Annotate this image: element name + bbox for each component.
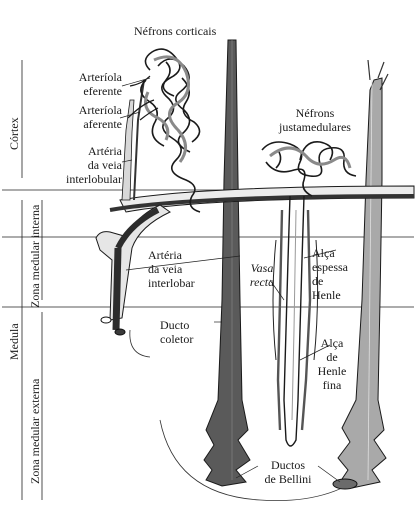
interlobar-line-3: interlobar <box>148 276 195 290</box>
collecting-line-1: Ducto <box>160 318 190 332</box>
thick-loop-label: Alça espessa de Henle <box>312 246 372 302</box>
arterioles <box>127 75 159 121</box>
cortical-nephrons-label: Néfrons corticais <box>134 24 217 38</box>
interlobular-label: Artéria da veia interlobular <box>48 144 122 186</box>
interlobar-line-2: da veia <box>148 262 183 276</box>
thin-loop-line-4: fina <box>322 378 342 392</box>
interlobar-line-1: Artéria <box>148 248 182 262</box>
vasa-recta-line-1: Vasa <box>250 261 274 275</box>
thick-loop-line-2: espessa <box>312 260 348 274</box>
thin-loop-line-3: Henle <box>317 364 347 378</box>
leader-lines <box>119 77 341 483</box>
bellini-line-2: de Bellini <box>264 472 312 486</box>
interlobar-label: Artéria da veia interlobar <box>148 248 228 290</box>
cortical-nephron-tubules <box>140 48 201 213</box>
medulla-label: Medula <box>7 323 21 360</box>
thin-loop-line-2: de <box>326 350 338 364</box>
thick-loop-line-1: Alça <box>312 246 335 260</box>
interlobar-vessels <box>95 204 171 336</box>
efferent-line-2: eferente <box>83 84 122 98</box>
thick-loop-line-3: de <box>312 274 324 288</box>
juxtamedullary-nephron-grey <box>269 146 352 169</box>
thin-loop-label: Alça de Henle fina <box>312 336 352 392</box>
bellini-ducts-label: Ductos de Bellini <box>252 458 324 486</box>
cortical-nephron-tubules-grey <box>144 55 190 163</box>
interlobular-line-1: Artéria <box>88 144 122 158</box>
bellini-line-1: Ductos <box>271 458 305 472</box>
loop-of-henle <box>272 195 319 447</box>
afferent-line-2: aferente <box>83 117 122 131</box>
interlobular-vessels <box>121 79 145 201</box>
efferent-arteriole-label: Arteríola eferente <box>60 70 122 98</box>
interlobular-line-2: da veia <box>87 158 122 172</box>
afferent-line-1: Arteríola <box>78 103 122 117</box>
thin-loop-line-1: Alça <box>320 336 344 350</box>
vasa-recta-label: Vasa recta <box>246 261 278 289</box>
juxtamedullary-nephrons-label: Néfrons justamedulares <box>260 106 370 134</box>
collecting-duct-left <box>203 39 251 487</box>
outer-medulla-label: Zona medular externa <box>28 378 42 484</box>
interlobular-line-3: interlobular <box>66 172 122 186</box>
cortex-label: Córtex <box>7 117 21 150</box>
bellini-duct-opening <box>332 478 358 490</box>
juxtamedullary-line-1: Néfrons <box>295 106 335 120</box>
zone-brackets <box>21 60 43 500</box>
thick-loop-line-4: Henle <box>312 288 341 302</box>
efferent-line-1: Arteríola <box>78 70 122 84</box>
juxtamedullary-line-2: justamedulares <box>279 120 351 134</box>
collecting-duct-label: Ducto coletor <box>160 318 216 346</box>
inner-medulla-label: Zona medular interna <box>28 204 42 308</box>
afferent-arteriole-label: Arteríola aferente <box>60 103 122 131</box>
vasa-recta-line-2: recta <box>249 275 275 289</box>
collecting-line-2: coletor <box>160 332 194 346</box>
